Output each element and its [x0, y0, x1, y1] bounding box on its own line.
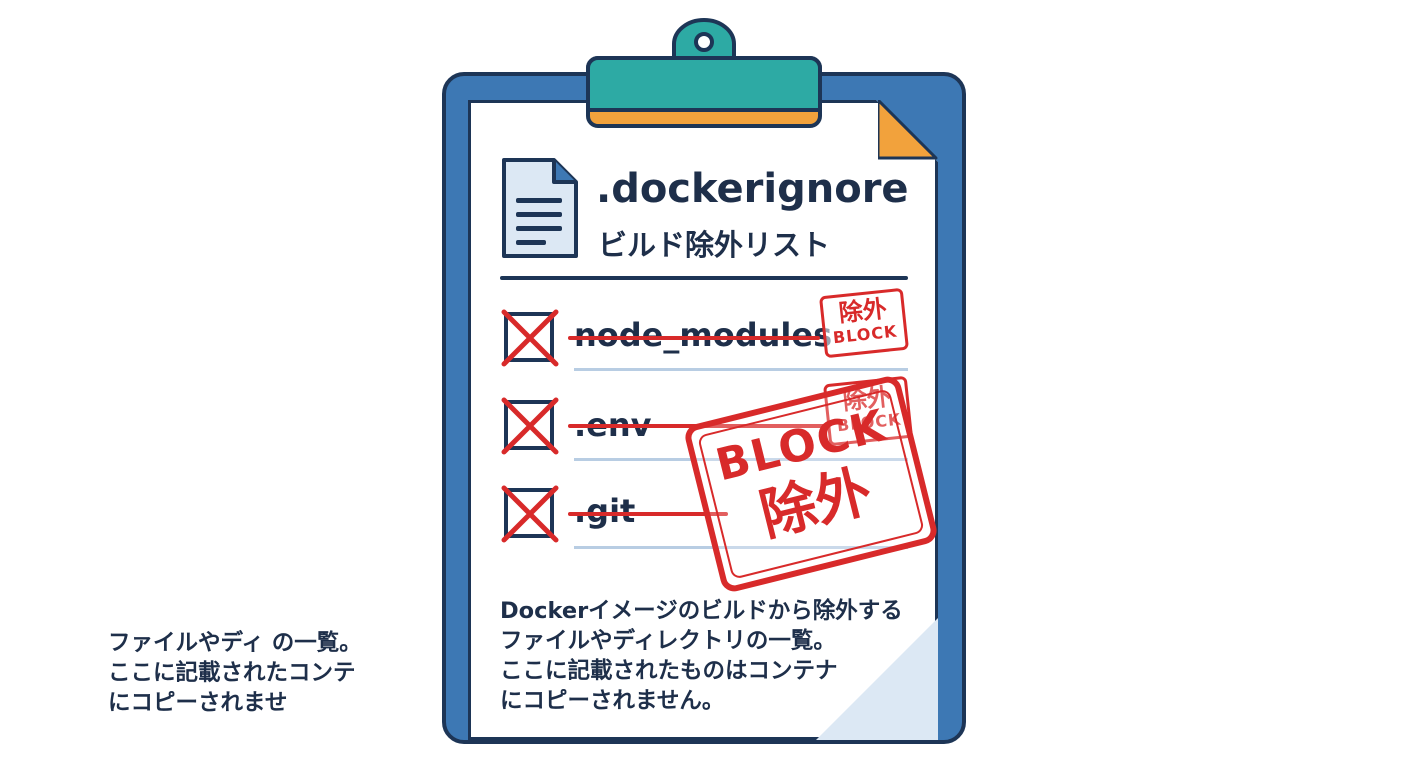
strike-line [568, 512, 728, 516]
list-item-label: node_modules [574, 316, 833, 354]
folded-corner-icon [878, 100, 938, 160]
description-text: Dockerイメージのビルドから除外する ファイルやディレクトリの一覧。 ここに… [500, 598, 903, 714]
checkbox-crossed-icon [501, 485, 559, 543]
document-icon [502, 158, 578, 258]
checkbox-crossed-icon [501, 309, 559, 367]
header-divider [500, 276, 908, 280]
list-item-label: .git [574, 492, 636, 530]
block-stamp-small: 除外 BLOCK [818, 287, 910, 359]
duplicate-text-fragment: ファイルやディ の一覧。 ここに記載されたコンテ にコピーされませ [108, 630, 362, 716]
checkbox-crossed-icon [501, 397, 559, 455]
page-title: .dockerignore [596, 166, 909, 212]
page-subtitle: ビルド除外リスト [598, 228, 831, 262]
strike-line [568, 336, 820, 340]
row-divider [574, 368, 908, 371]
clip-top [586, 56, 822, 112]
